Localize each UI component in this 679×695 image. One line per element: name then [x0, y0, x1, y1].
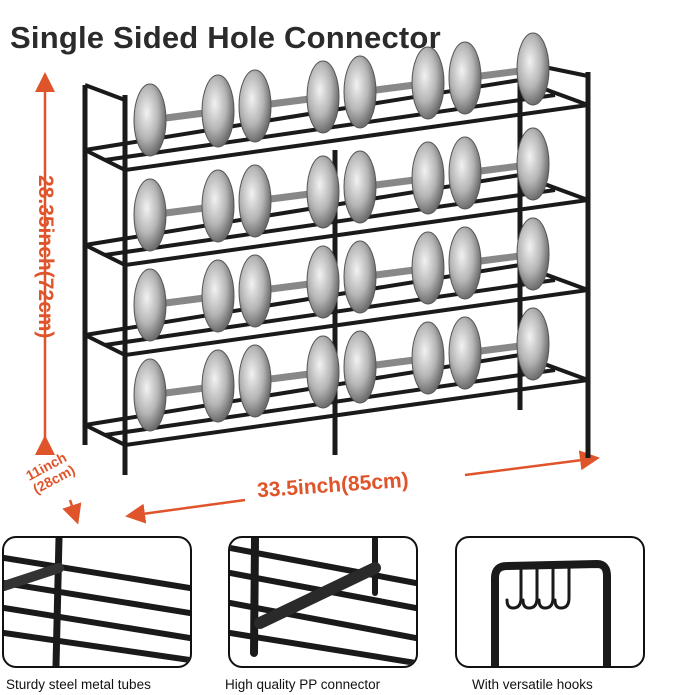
dumbbell-plate: [238, 344, 272, 418]
dumbbells: [133, 32, 550, 432]
dumbbell-plate: [448, 41, 482, 115]
dumbbell-plate: [516, 307, 550, 381]
hooks-closeup-panel: [455, 536, 645, 668]
width-arrow-right: [464, 450, 600, 477]
dumbbell-plate: [448, 136, 482, 210]
dumbbell-plate: [238, 254, 272, 328]
page-title: Single Sided Hole Connector: [10, 20, 441, 55]
dumbbell-plate: [306, 155, 340, 229]
dumbbell-plate: [238, 164, 272, 238]
dumbbell-plate: [306, 245, 340, 319]
shelf-side: [84, 423, 126, 447]
dumbbell-plate: [306, 60, 340, 134]
feature-caption-hooks: With versatile hooks: [472, 677, 593, 692]
steel-tubes-icon: [4, 538, 190, 666]
steel-tubes-closeup-panel: [2, 536, 192, 668]
shelf-tube: [124, 103, 589, 172]
feature-caption-tubes: Sturdy steel metal tubes: [6, 677, 151, 692]
shelf-side: [84, 148, 126, 172]
dimension-arrows: [35, 72, 600, 525]
dumbbell-plate: [411, 231, 445, 305]
dumbbell-plate: [133, 178, 167, 252]
dumbbell-plate: [411, 46, 445, 120]
height-label: 28.35inch(72cm): [34, 175, 57, 339]
dumbbell-plate: [201, 349, 235, 423]
feature-caption-connector: High quality PP connector: [225, 677, 381, 692]
dumbbell-plate: [201, 259, 235, 333]
shelf-tube: [124, 198, 589, 267]
dumbbell-plate: [133, 268, 167, 342]
dumbbell-plate: [411, 141, 445, 215]
dumbbell-plate: [306, 335, 340, 409]
dumbbell-plate: [343, 150, 377, 224]
dumbbell-plate: [238, 69, 272, 143]
shelf-tube: [124, 288, 589, 357]
dumbbell-plate: [343, 330, 377, 404]
connector-icon: [230, 538, 416, 666]
dumbbell-plate: [201, 74, 235, 148]
shelf-tube: [124, 378, 589, 447]
dumbbell-plate: [133, 83, 167, 157]
dumbbell-plate: [516, 32, 550, 106]
dumbbell-plate: [411, 321, 445, 395]
top-rail: [84, 83, 126, 102]
dumbbell-plate: [448, 226, 482, 300]
shelf-side: [84, 243, 126, 267]
depth-arrow: [62, 499, 82, 525]
dumbbell-plate: [133, 358, 167, 432]
width-arrow-left: [125, 498, 246, 524]
shelf-side: [84, 333, 126, 357]
connector-closeup-panel: [228, 536, 418, 668]
dumbbell-plate: [343, 55, 377, 129]
dumbbell-plate: [516, 127, 550, 201]
dumbbell-rack-illustration: [35, 32, 600, 525]
dumbbell-plate: [516, 217, 550, 291]
hooks-icon: [491, 559, 611, 666]
dumbbell-plate: [201, 169, 235, 243]
dumbbell-plate: [343, 240, 377, 314]
dumbbell-plate: [448, 316, 482, 390]
